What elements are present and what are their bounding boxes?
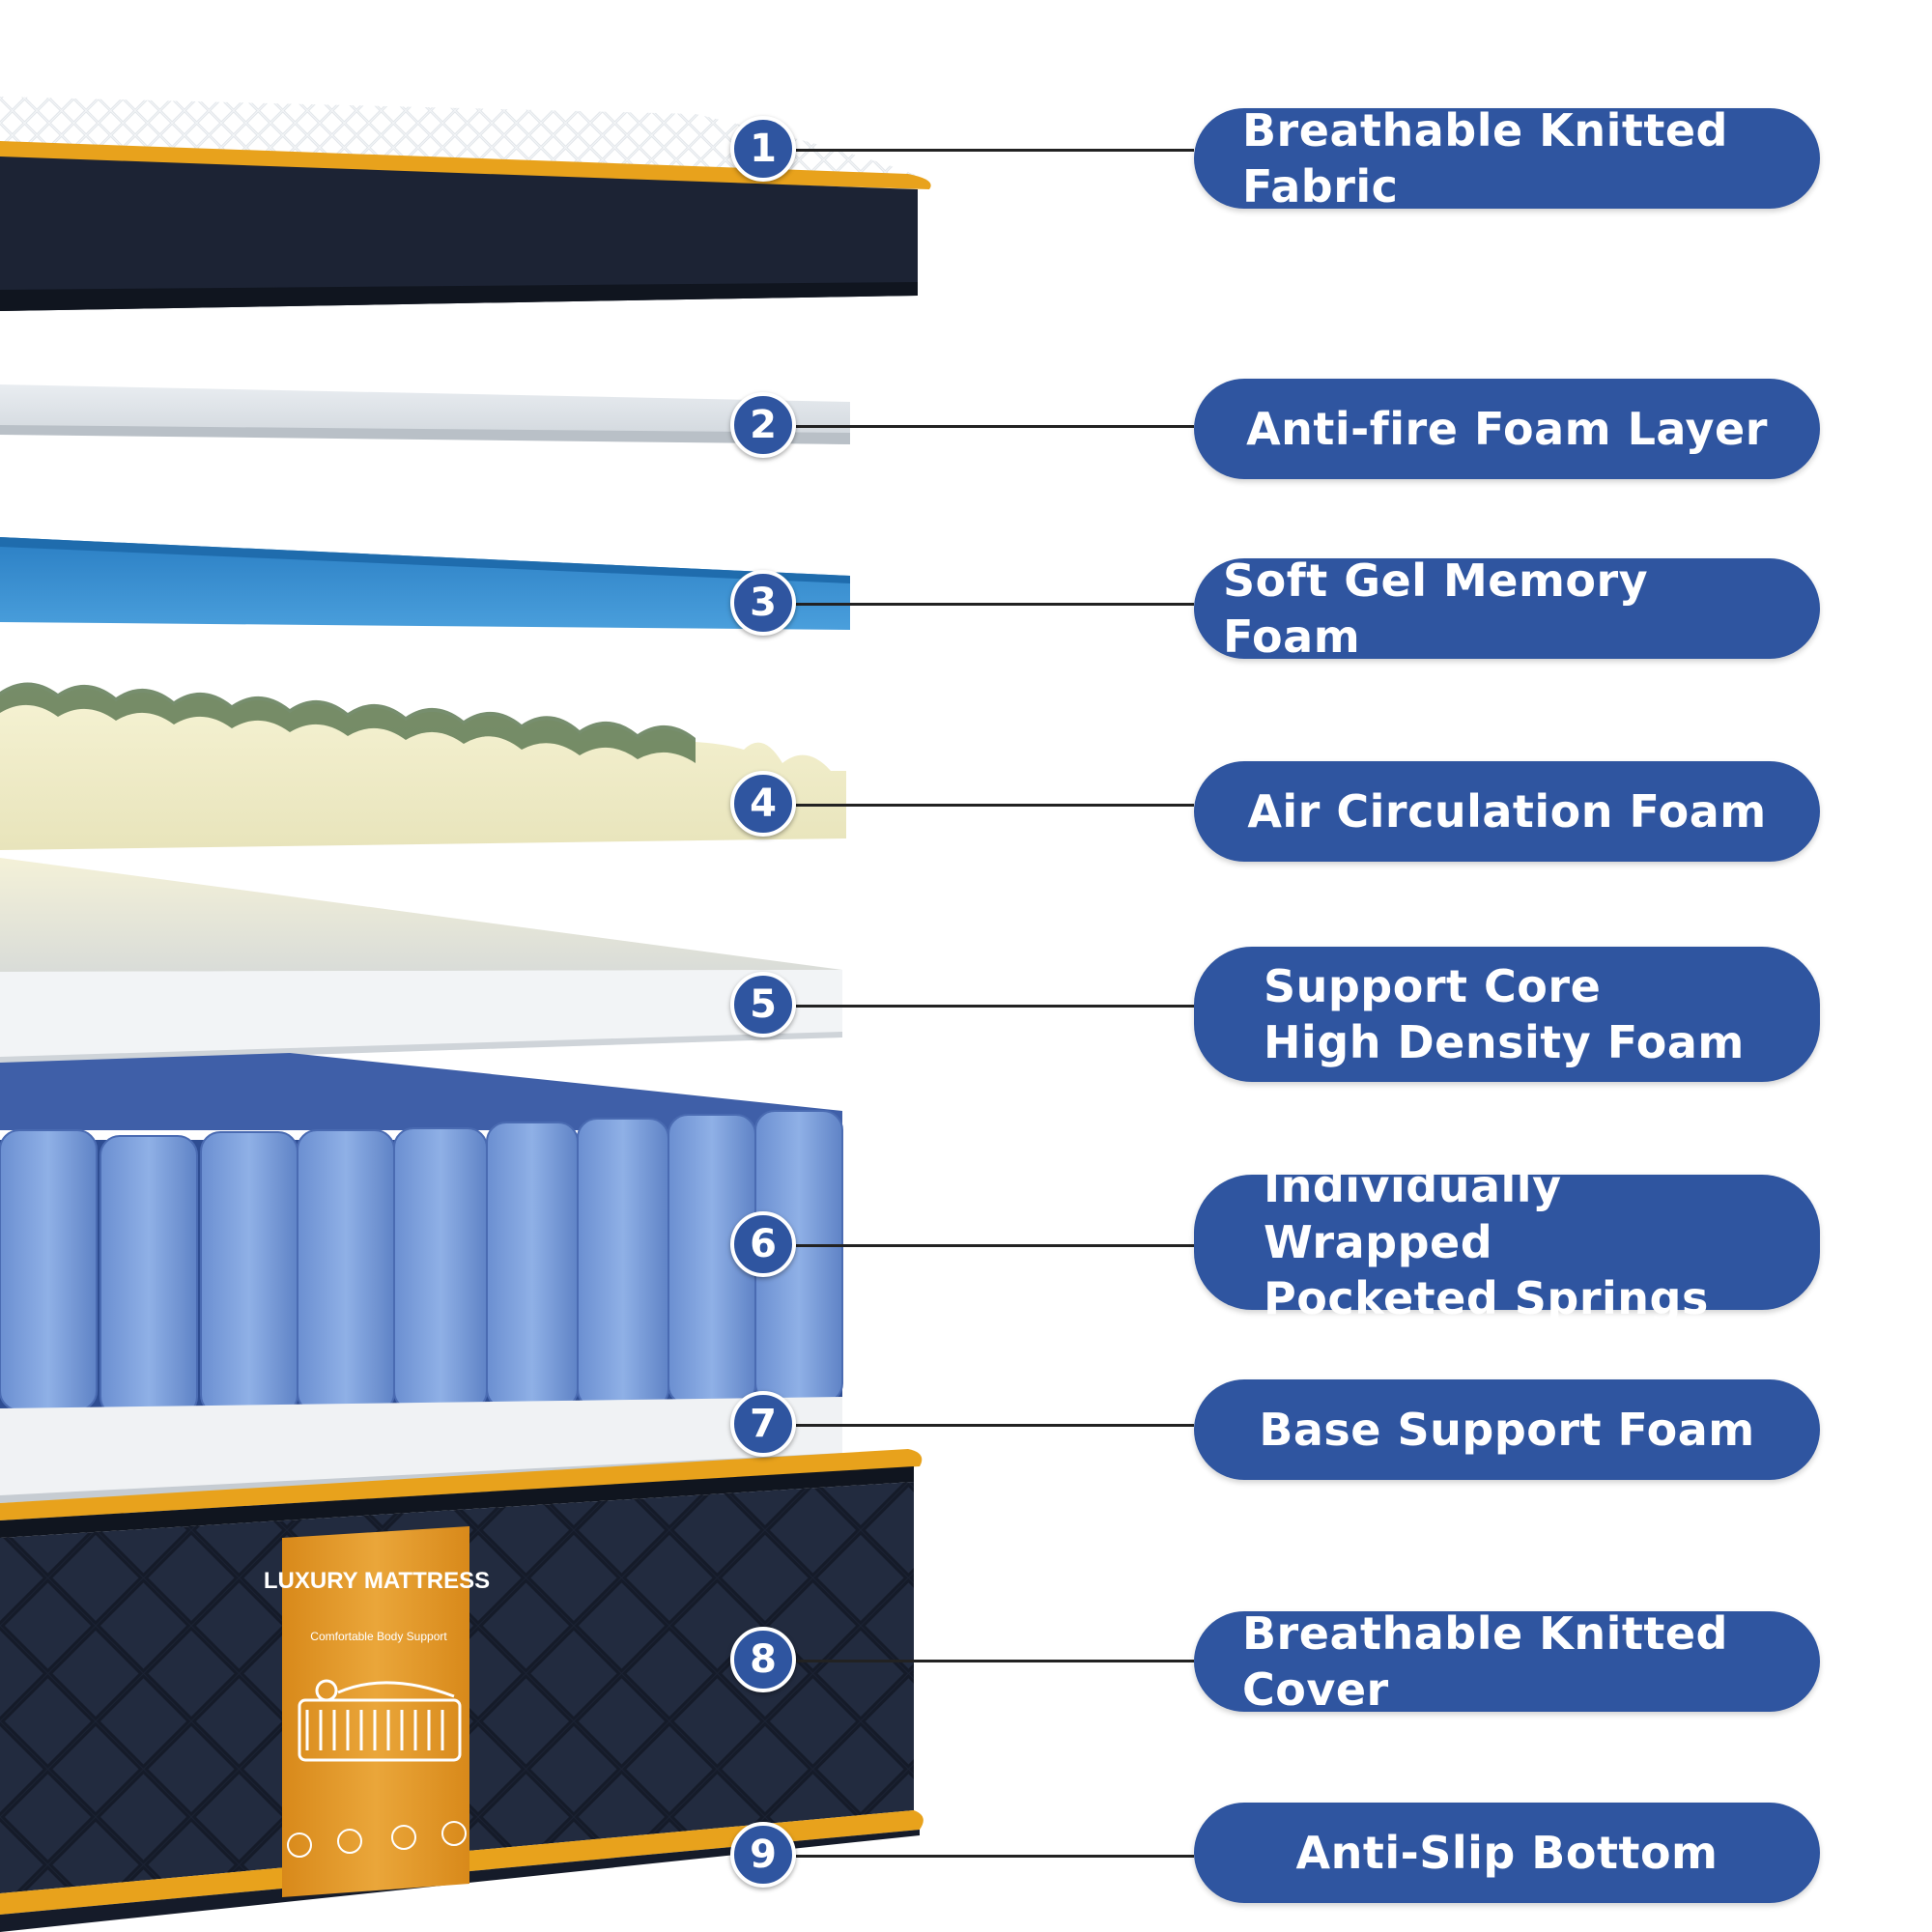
- layer-1-side: [0, 156, 918, 311]
- layer-label-text-7: Base Support Foam: [1259, 1404, 1755, 1456]
- layer-label-text-3: Soft Gel Memory Foam: [1223, 554, 1649, 663]
- leader-line-9: [796, 1855, 1194, 1858]
- layer-label-text-4: Air Circulation Foam: [1247, 785, 1767, 838]
- layer-label-pill-2: Anti-fire Foam Layer: [1194, 379, 1820, 479]
- layer-number-badge-7: 7: [730, 1391, 796, 1457]
- layer-label-pill-3: Soft Gel Memory Foam: [1194, 554, 1820, 663]
- layer-number-badge-4: 4: [730, 771, 796, 837]
- layer-label-text-1: Breathable Knitted Fabric: [1242, 104, 1728, 213]
- layer-number-badge-3: 3: [730, 570, 796, 636]
- layer-1-knit-top: [0, 97, 927, 180]
- layer-label-pill-8: Breathable Knitted Cover: [1194, 1607, 1820, 1716]
- layer-number-badge-6: 6: [730, 1211, 796, 1277]
- layer-3-gel: [0, 537, 850, 630]
- brand-tag-subtitle: Comfortable Body Support: [310, 1630, 447, 1643]
- layer-number-badge-8: 8: [730, 1627, 796, 1692]
- feature-icons: [287, 1821, 467, 1858]
- layer-number-badge-1: 1: [730, 116, 796, 182]
- layer-label-pill-1: Breathable Knitted Fabric: [1194, 104, 1820, 213]
- layer-number-badge-5: 5: [730, 972, 796, 1037]
- layer-number-badge-2: 2: [730, 392, 796, 458]
- layer-6-springs: [0, 1053, 843, 1430]
- layer-5-core-top: [0, 858, 842, 972]
- sleeper-icon: [298, 1679, 462, 1762]
- layer-label-text-5: Support Core High Density Foam: [1264, 960, 1745, 1068]
- leader-line-6: [796, 1244, 1194, 1247]
- leader-line-4: [796, 804, 1194, 807]
- layer-label-pill-6: Individually Wrapped Pocketed Springs: [1194, 1160, 1820, 1324]
- leader-line-7: [796, 1424, 1194, 1427]
- layer-label-text-6: Individually Wrapped Pocketed Springs: [1264, 1160, 1709, 1324]
- layer-label-text-2: Anti-fire Foam Layer: [1246, 403, 1768, 455]
- leader-line-1: [796, 149, 1194, 152]
- layer-8-cover-top: [0, 1449, 923, 1520]
- layer-label-text-9: Anti-Slip Bottom: [1295, 1827, 1719, 1879]
- layer-label-pill-7: Base Support Foam: [1194, 1379, 1820, 1480]
- layer-label-pill-5: Support Core High Density Foam: [1194, 947, 1820, 1082]
- layer-number-badge-9: 9: [730, 1822, 796, 1888]
- leader-line-5: [796, 1005, 1194, 1008]
- layer-label-pill-4: Air Circulation Foam: [1194, 761, 1820, 862]
- layer-label-text-8: Breathable Knitted Cover: [1242, 1607, 1728, 1716]
- layer-1-piping: [0, 141, 931, 189]
- layer-4-eggcrate: [0, 686, 846, 850]
- brand-tag-title: LUXURY MATTRESS: [264, 1568, 490, 1594]
- leader-line-2: [796, 425, 1194, 428]
- layer-7-base-foam: [0, 1397, 842, 1503]
- layer-label-pill-9: Anti-Slip Bottom: [1194, 1803, 1820, 1903]
- leader-line-3: [796, 603, 1194, 606]
- leader-line-8: [796, 1660, 1194, 1662]
